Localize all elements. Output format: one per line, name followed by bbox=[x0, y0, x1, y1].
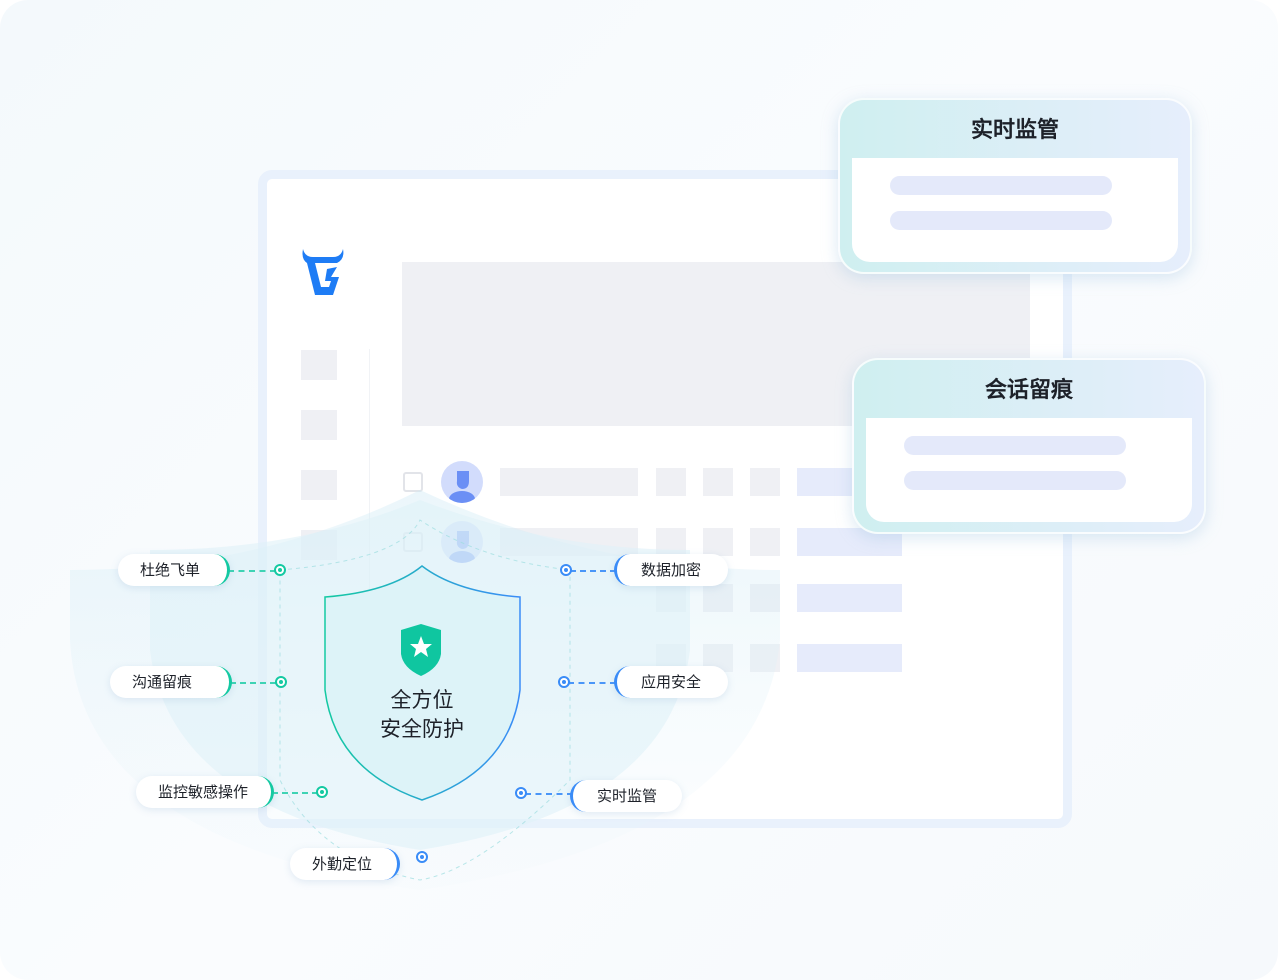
feature-pill: 外勤定位 bbox=[290, 848, 400, 880]
feature-pill: 实时监管 bbox=[570, 780, 682, 812]
connector-dot bbox=[274, 564, 286, 576]
feature-pill: 数据加密 bbox=[614, 554, 728, 586]
shield-title-line1: 全方位 bbox=[390, 688, 454, 712]
card-realtime-monitor: 实时监管 bbox=[838, 98, 1192, 274]
sidebar-item bbox=[301, 410, 337, 440]
cell-placeholder bbox=[656, 468, 686, 496]
card-title: 实时监管 bbox=[970, 118, 1059, 143]
connector-dot bbox=[515, 787, 527, 799]
connector-dot bbox=[558, 676, 570, 688]
feature-pill: 沟通留痕 bbox=[110, 666, 232, 698]
connector-dot bbox=[560, 564, 572, 576]
cell-placeholder bbox=[797, 644, 902, 672]
shield-title-line2: 安全防护 bbox=[380, 717, 464, 741]
cell-placeholder bbox=[500, 468, 638, 496]
feature-pill: 杜绝飞单 bbox=[118, 554, 230, 586]
cell-placeholder bbox=[797, 584, 902, 612]
card-session-trace: 会话留痕 bbox=[852, 358, 1206, 534]
row-checkbox bbox=[403, 472, 423, 492]
sidebar-item bbox=[301, 350, 337, 380]
cell-placeholder bbox=[703, 528, 733, 556]
logo-icon bbox=[302, 249, 344, 295]
sidebar-item bbox=[301, 470, 337, 500]
cell-placeholder bbox=[750, 528, 780, 556]
connector-dot bbox=[416, 851, 428, 863]
cell-placeholder bbox=[750, 468, 780, 496]
cell-placeholder bbox=[703, 468, 733, 496]
shield-star-icon bbox=[401, 624, 441, 676]
avatar-icon bbox=[441, 461, 483, 503]
card-title: 会话留痕 bbox=[984, 378, 1073, 403]
connector-dot bbox=[316, 786, 328, 798]
feature-pill: 应用安全 bbox=[614, 666, 728, 698]
feature-pill: 监控敏感操作 bbox=[136, 776, 274, 808]
connector-dot bbox=[275, 676, 287, 688]
